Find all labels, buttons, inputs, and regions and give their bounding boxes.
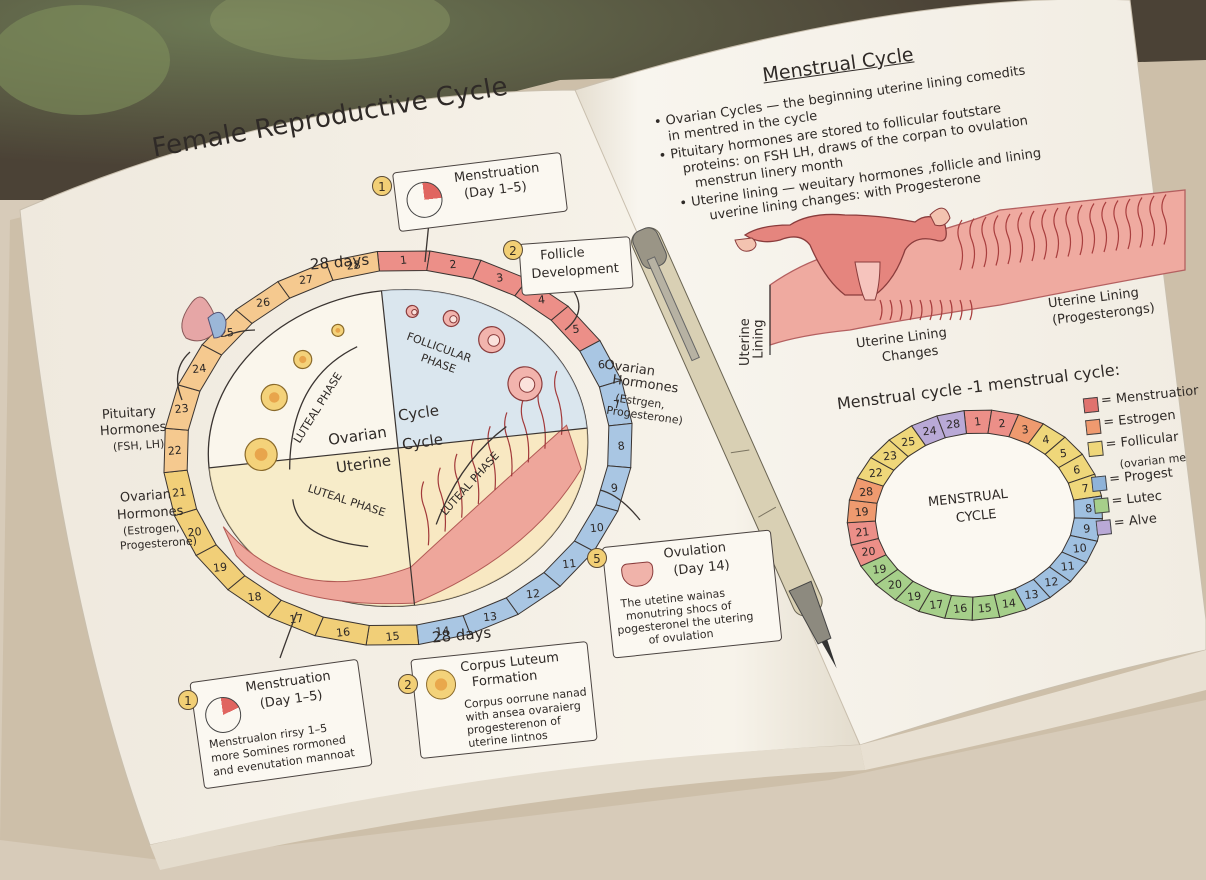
small-cycle-label: 25: [901, 435, 916, 449]
small-cycle-label: 12: [1044, 575, 1059, 589]
cycle-day-label: 15: [385, 630, 400, 644]
cycle-day-label: 7: [613, 398, 621, 412]
small-cycle-label: 22: [868, 466, 883, 480]
small-cycle-label: 3: [1021, 423, 1029, 437]
cycle-day-label: 11: [562, 557, 577, 571]
legend-swatch: [1093, 497, 1110, 514]
uterine-lining-side-2: Lining: [751, 319, 767, 359]
corpus-luteum-icon: [424, 668, 458, 701]
small-cycle-label: 14: [1001, 597, 1016, 611]
legend-label: = Lutec: [1110, 488, 1163, 509]
cycle-day-label: 27: [298, 273, 313, 287]
small-cycle-label: 19: [872, 562, 887, 576]
legend: = Menstruation= Estrogen= Follicular(ova…: [1082, 384, 1206, 545]
cycle-day-label: 3: [496, 271, 504, 285]
small-cycle-label: 16: [953, 602, 968, 616]
small-cycle-label: 23: [882, 449, 897, 463]
legend-swatch: [1087, 440, 1104, 458]
cycle-day-label: 6: [597, 358, 605, 372]
small-cycle-label: 19: [907, 589, 922, 603]
legend-swatch: [1084, 418, 1102, 436]
callout-corpus: Corpus Luteum Formation Corpus oorrune n…: [410, 640, 598, 760]
cycle-day-label: 16: [335, 625, 350, 639]
callout-follicle: Follicle Development: [518, 236, 634, 296]
small-cycle-label: 17: [929, 598, 944, 612]
clock-icon-bottom: [202, 694, 244, 736]
small-cycle-label: 28: [859, 485, 874, 499]
small-cycle-label: 19: [854, 505, 869, 519]
small-cycle-label: 5: [1059, 447, 1067, 461]
small-cycle-label: 7: [1081, 482, 1089, 496]
small-cycle-label: 6: [1073, 463, 1081, 477]
small-cycle-label: 11: [1060, 559, 1075, 573]
cycle-day-label: 24: [192, 362, 207, 376]
legend-swatch: [1082, 396, 1100, 414]
cycle-day-label: 22: [167, 444, 182, 458]
small-cycle-label: 13: [1024, 588, 1039, 602]
small-cycle-label: 24: [922, 424, 937, 438]
cycle-day-label: 12: [525, 587, 540, 601]
cycle-day-cell: [325, 250, 380, 281]
cycle-day-label: 14: [435, 624, 450, 638]
small-cycle-label: 20: [861, 545, 876, 559]
clock-icon: [404, 179, 445, 220]
small-cycle-label: 21: [855, 525, 870, 539]
cycle-day-label: 2: [449, 258, 457, 272]
cycle-day-label: 18: [247, 590, 262, 604]
small-cycle-label: 20: [887, 578, 902, 592]
small-cycle-label: 2: [998, 417, 1006, 431]
legend-swatch: [1090, 475, 1108, 492]
uterus-icon: [620, 560, 655, 589]
small-cycle-cell: [936, 409, 967, 439]
small-cycle-label: 10: [1072, 541, 1087, 555]
cycle-day-label: 5: [572, 323, 580, 337]
cycle-day-label: 13: [482, 610, 497, 624]
cycle-day-label: 26: [255, 296, 270, 310]
badge-corpus: 2: [398, 674, 418, 694]
cycle-day-label: 19: [213, 560, 228, 574]
callout-ovulation-line2: (Day 14): [672, 557, 731, 579]
small-cycle-label: 8: [1085, 502, 1093, 516]
small-cycle-label: 9: [1083, 522, 1091, 536]
callout-follicle-line1: Follicle: [539, 245, 586, 264]
badge-follicle: 2: [503, 240, 523, 260]
small-cycle-label: 28: [945, 417, 960, 431]
cycle-day-label: 8: [617, 439, 625, 453]
cycle-day-label: 9: [610, 481, 618, 495]
cycle-day-label: 1: [399, 253, 407, 267]
small-cycle-label: 4: [1042, 433, 1050, 447]
cycle-day-label: 21: [172, 485, 187, 499]
badge-ovulation: 5: [587, 548, 607, 568]
badge-menstruation-bottom: 1: [178, 690, 198, 710]
cycle-day-label: 23: [174, 402, 189, 416]
small-cycle-label: 1: [973, 415, 981, 429]
legend-label: = Progest: [1108, 465, 1174, 488]
legend-label: = Follicular: [1104, 429, 1180, 453]
cycle-day-label: 4: [537, 293, 545, 307]
cycle-day-label: 20: [187, 525, 202, 539]
legend-label: = Alve: [1113, 511, 1158, 531]
cycle-day-label: 10: [589, 521, 604, 535]
callout-ovulation: Ovulation (Day 14) The utetine wainas mo…: [601, 529, 783, 659]
badge-menstruation-top: 1: [372, 176, 392, 196]
cycle-day-label: 28: [346, 258, 361, 272]
legend-label: = Estrogen: [1102, 407, 1177, 431]
legend-swatch: [1095, 519, 1113, 536]
callout-follicle-line2: Development: [530, 261, 620, 283]
small-cycle-label: 15: [977, 601, 992, 615]
